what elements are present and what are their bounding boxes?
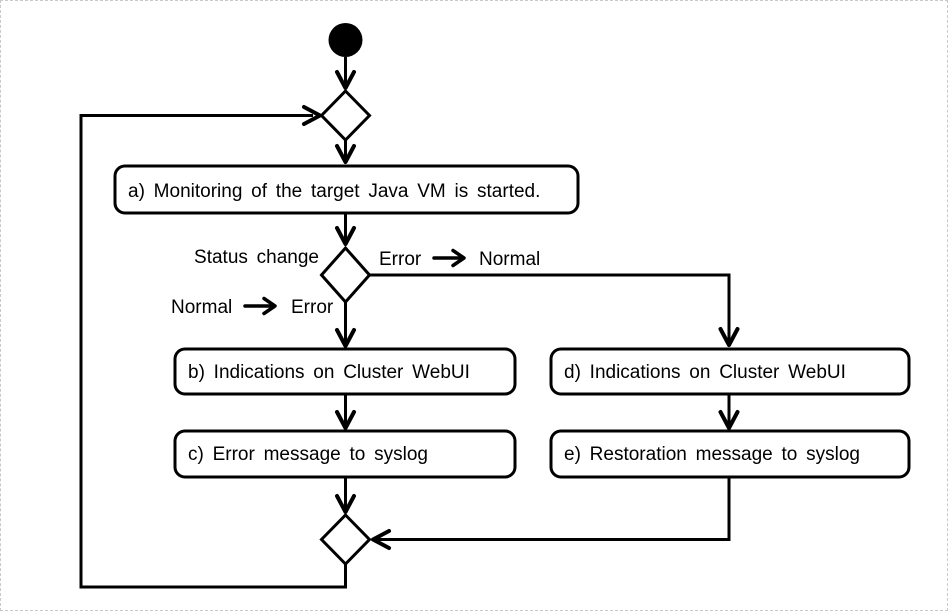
arrowhead-right-icon <box>302 105 322 126</box>
action-node-d: d) Indications on Cluster WebUI <box>549 347 911 396</box>
arrowhead-down-icon <box>335 328 356 348</box>
arrowhead-down-icon <box>718 410 740 430</box>
edge-e-to-merge <box>371 477 731 550</box>
edge-decision-to-b <box>335 302 356 348</box>
action-e-label: e) Restoration message to syslog <box>564 444 860 465</box>
decision-label: Status change <box>194 247 319 268</box>
start-node <box>328 23 363 57</box>
edge-c-to-merge <box>335 477 356 514</box>
action-node-b: b) Indications on Cluster WebUI <box>173 347 517 396</box>
action-b-label: b) Indications on Cluster WebUI <box>188 362 470 383</box>
action-c-label: c) Error message to syslog <box>188 444 428 465</box>
small-arrow-right-icon <box>432 248 466 268</box>
action-node-c: c) Error message to syslog <box>173 429 517 479</box>
merge-node-bottom <box>319 512 372 567</box>
decision-node-status-change <box>319 245 372 305</box>
arrowhead-down-icon <box>335 70 356 90</box>
arrowhead-down-icon <box>335 226 356 246</box>
branch-down-to-label: Error <box>291 297 334 318</box>
edge-loop-back <box>79 105 347 589</box>
edge-b-to-c <box>335 394 356 430</box>
action-node-e: e) Restoration message to syslog <box>549 429 911 479</box>
edge-d-to-e <box>718 394 740 430</box>
edge-decision-to-d <box>369 273 740 347</box>
edge-a-to-decision <box>335 213 356 246</box>
arrowhead-down-icon <box>335 494 356 514</box>
small-arrow-right-icon <box>243 296 277 316</box>
action-a-label: a) Monitoring of the target Java VM is s… <box>128 181 540 202</box>
branch-right-from-label: Error <box>379 249 422 270</box>
action-d-label: d) Indications on Cluster WebUI <box>564 362 846 383</box>
arrowhead-down-icon <box>335 410 356 430</box>
branch-right-to-label: Normal <box>479 249 540 270</box>
edge-merge-to-a <box>335 140 356 164</box>
branch-label-error-to-normal: Error Normal <box>379 248 540 270</box>
action-node-a: a) Monitoring of the target Java VM is s… <box>113 164 580 215</box>
arrowhead-left-icon <box>371 529 391 550</box>
edge-start-to-merge <box>335 57 356 90</box>
merge-node-top <box>319 88 372 143</box>
arrowhead-down-icon <box>335 144 356 164</box>
branch-down-from-label: Normal <box>171 297 232 318</box>
arrowhead-down-icon <box>718 327 740 347</box>
branch-label-normal-to-error: Normal Error <box>171 296 334 318</box>
